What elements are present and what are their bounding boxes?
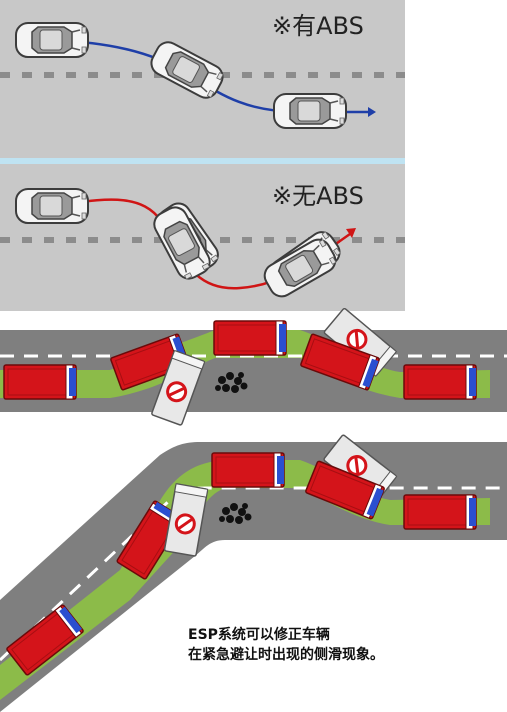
with-abs-label: ※有ABS [272,12,364,40]
panel-esp-curve [0,432,507,712]
caption-line-1: ESP系统可以修正车辆 [188,627,330,643]
sedan-car-icon [15,22,89,58]
red-truck-icon [403,494,477,530]
obstacle-rocks-icon [219,503,252,524]
sedan-car-icon [273,93,347,129]
sedan-car-icon [15,188,89,224]
red-truck-icon [213,320,287,356]
red-truck-icon [403,364,477,400]
panel-without-abs [0,164,405,311]
caption: ESP系统可以修正车辆 在紧急避让时出现的侧滑现象。 [188,625,384,665]
panel-esp-straight [0,306,507,427]
obstacle-rocks-icon [215,372,248,393]
without-abs-label: ※无ABS [272,182,364,210]
panel-with-abs [0,0,405,158]
red-truck-icon [211,452,285,488]
caption-line-2: 在紧急避让时出现的侧滑现象。 [188,647,384,663]
red-truck-icon [3,364,77,400]
panel-divider [0,158,405,164]
